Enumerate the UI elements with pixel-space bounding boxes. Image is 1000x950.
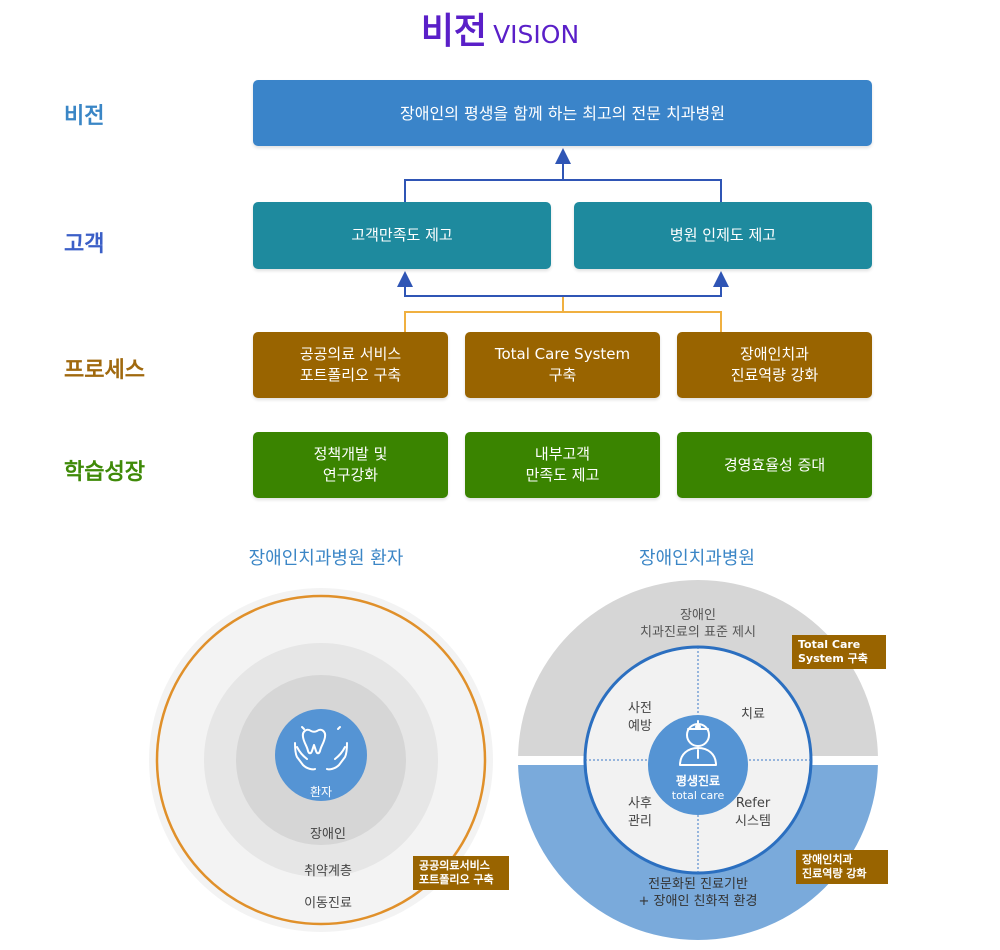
learning-box-policy: 정책개발 및 연구강화 [253, 432, 448, 498]
bottom-text-line1: 전문화된 진료기반 [648, 877, 748, 892]
tag-public-service: 공공의료서비스 포트폴리오 구축 [413, 856, 509, 890]
tag-total-care: Total Care System 구축 [792, 635, 886, 669]
patient-center-circle [275, 709, 367, 801]
row-label-learning: 학습성장 [64, 460, 145, 485]
top-text-line1: 장애인 [680, 608, 716, 623]
process-box-capability: 장애인치과 진료역량 강화 [677, 332, 872, 398]
doctor-icon [679, 720, 717, 766]
process-box-total-care: Total Care System 구축 [465, 332, 660, 398]
patient-center-label: 환자 [310, 785, 332, 799]
title-korean: 비전 [420, 11, 488, 52]
vision-box: 장애인의 평생을 함께 하는 최고의 전문 치과병원 [253, 80, 872, 146]
hospital-circle-diagram: 평생진료 total care 장애인 치과진료의 표준 제시 사전 예방 치료… [518, 580, 878, 940]
learning-box-internal: 내부고객 만족도 제고 [465, 432, 660, 498]
customer-box-recognition: 병원 인제도 제고 [574, 202, 872, 269]
customer-join-line [404, 179, 722, 202]
hands-tooth-icon [294, 726, 348, 771]
top-text-line2: 치과진료의 표준 제시 [640, 625, 756, 640]
title-english: VISION [493, 20, 580, 49]
center-label-total-care: total care [672, 789, 725, 802]
quadrant-prevention-1: 사전 [628, 701, 652, 716]
connector-lines [397, 148, 729, 332]
ring-label-vulnerable: 취약계층 [304, 864, 352, 879]
quadrant-aftercare-1: 사후 [628, 796, 652, 811]
ring-label-disabled: 장애인 [310, 827, 346, 842]
quadrant-aftercare-2: 관리 [628, 814, 652, 829]
bottom-text-line2: + 장애인 친화적 환경 [639, 894, 758, 909]
customer-box-satisfaction: 고객만족도 제고 [253, 202, 551, 269]
row-label-customer: 고객 [64, 232, 105, 257]
orange-ring [155, 594, 487, 926]
process-join-line [404, 311, 722, 332]
ring-label-mobile-care: 이동진료 [304, 896, 352, 911]
center-label-lifetime: 평생진료 [676, 773, 720, 788]
right-diagram-title: 장애인치과병원 [639, 548, 755, 569]
quadrant-treatment: 치료 [741, 707, 765, 722]
learning-box-efficiency: 경영효율성 증대 [677, 432, 872, 498]
row-label-process: 프로세스 [64, 358, 145, 383]
quadrant-refer-1: Refer [736, 796, 771, 811]
tag-capability: 장애인치과 진료역량 강화 [796, 850, 888, 884]
process-box-public-service: 공공의료 서비스 포트폴리오 구축 [253, 332, 448, 398]
left-diagram-title: 장애인치과병원 환자 [248, 548, 404, 569]
quadrant-prevention-2: 예방 [628, 719, 652, 734]
quadrant-refer-2: 시스템 [735, 814, 771, 829]
customer-feed-line [404, 280, 722, 297]
row-label-vision: 비전 [64, 104, 105, 129]
patient-circle-diagram: 환자 장애인 취약계층 이동진료 [149, 588, 493, 932]
